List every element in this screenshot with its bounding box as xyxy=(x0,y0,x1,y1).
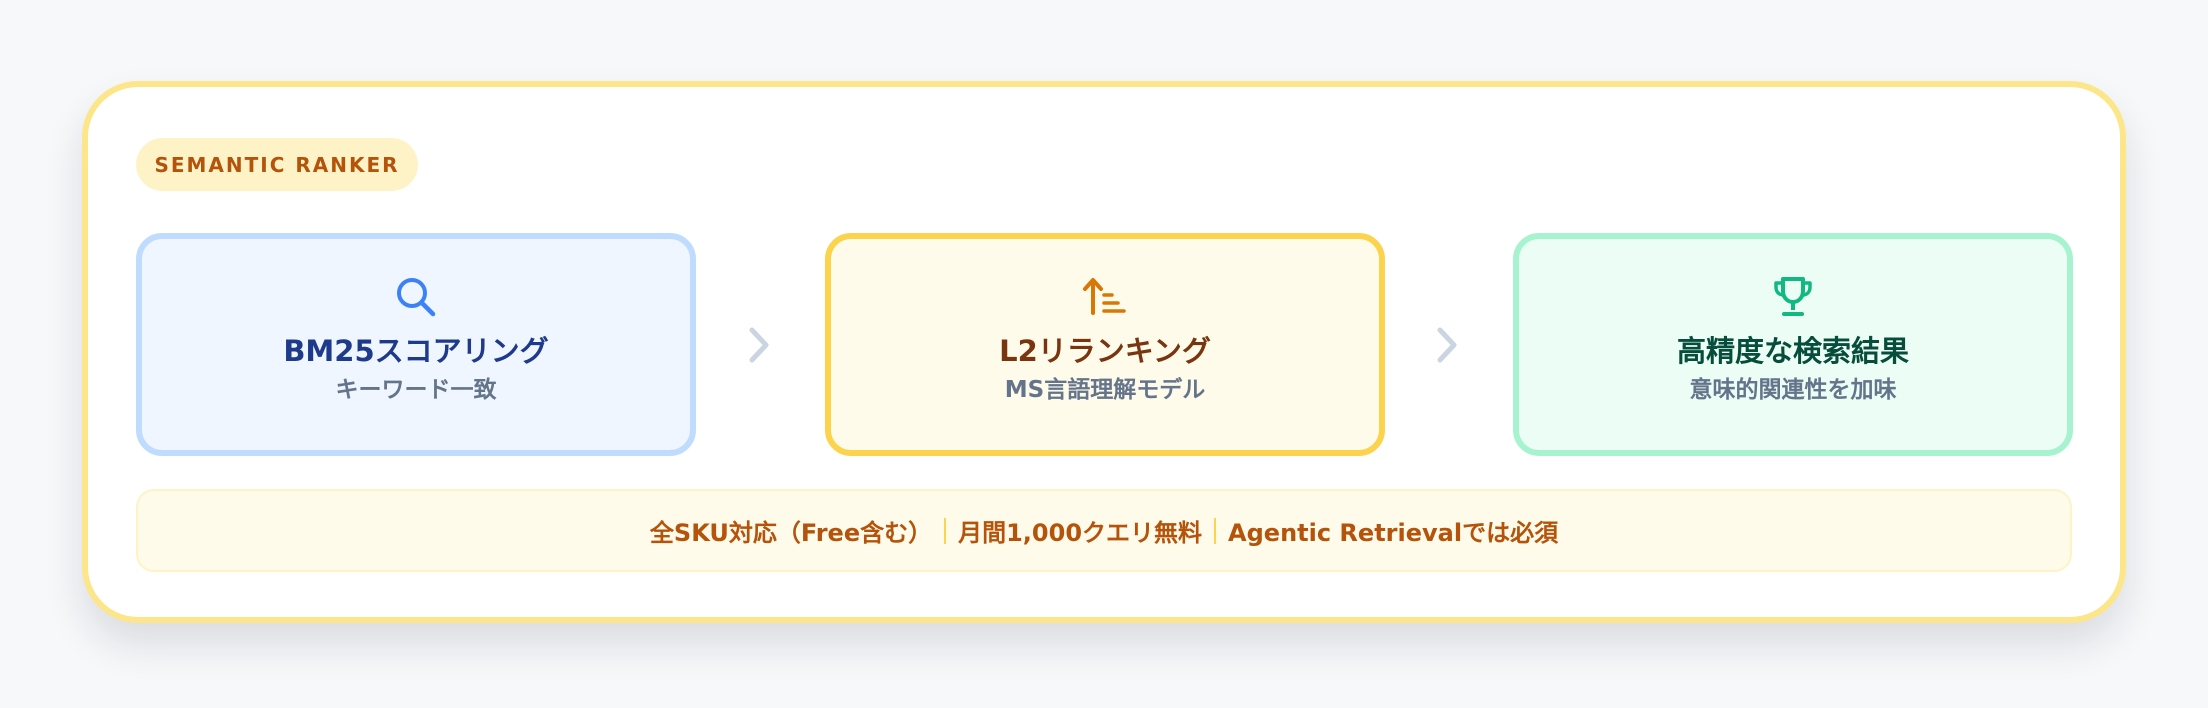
step-accurate-results: 高精度な検索結果 意味的関連性を加味 xyxy=(1513,233,2073,456)
footer-item-agentic-retrieval: Agentic Retrievalでは必須 xyxy=(1228,519,1559,547)
section-badge: SEMANTIC RANKER xyxy=(136,138,418,191)
footer-item-free-queries: 月間1,000クエリ無料 xyxy=(958,519,1203,547)
step-bm25-scoring: BM25スコアリング キーワード一致 xyxy=(136,233,696,456)
step-title: BM25スコアリング xyxy=(283,334,549,368)
step-title: L2リランキング xyxy=(999,334,1211,368)
step-subtitle: キーワード一致 xyxy=(335,377,497,403)
chevron-right-icon xyxy=(1428,320,1468,370)
step-subtitle: 意味的関連性を加味 xyxy=(1689,377,1897,403)
step-l2-reranking: L2リランキング MS言語理解モデル xyxy=(825,233,1385,456)
step-title: 高精度な検索結果 xyxy=(1676,334,1909,368)
trophy-icon xyxy=(1769,273,1817,321)
footer-item-sku: 全SKU対応（Free含む） xyxy=(649,519,933,547)
footer-separator xyxy=(944,517,947,544)
step-subtitle: MS言語理解モデル xyxy=(1004,377,1206,403)
footer-info-bar: 全SKU対応（Free含む） 月間1,000クエリ無料 Agentic Retr… xyxy=(136,489,2072,572)
footer-separator xyxy=(1214,517,1217,544)
sort-ascending-icon xyxy=(1081,273,1129,321)
search-icon xyxy=(392,273,440,321)
chevron-right-icon xyxy=(740,320,780,370)
